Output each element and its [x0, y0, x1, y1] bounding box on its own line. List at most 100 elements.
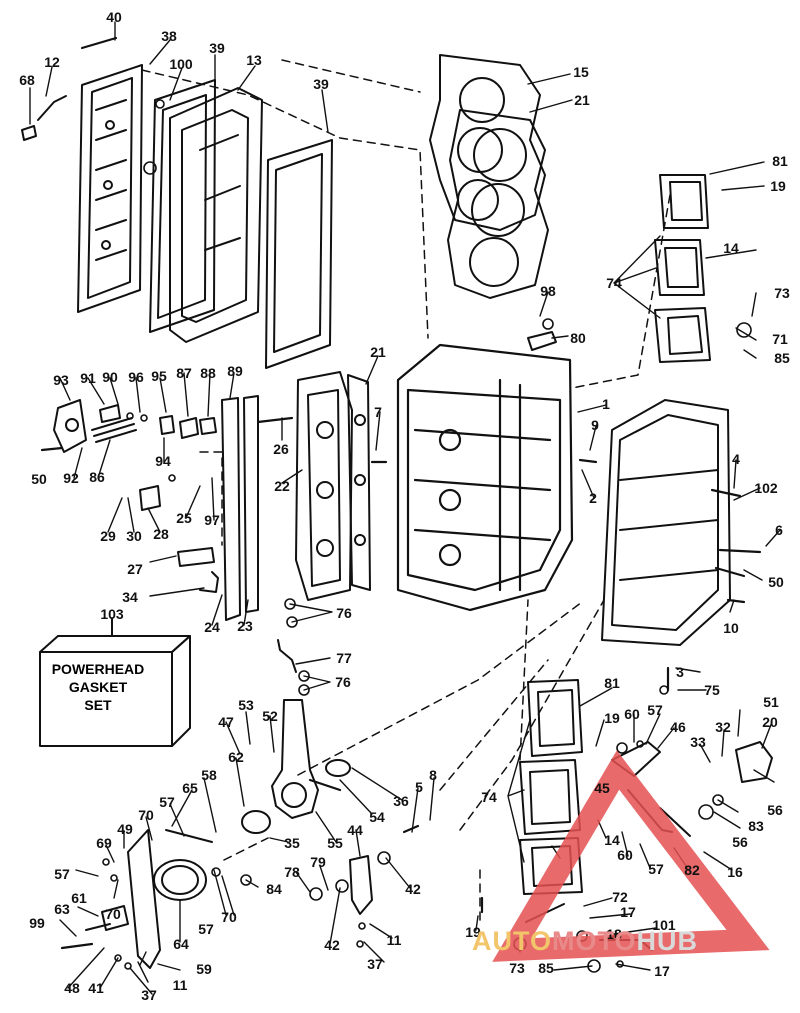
- watermark-moto: MOTO: [552, 926, 637, 956]
- part-label: 37: [367, 956, 383, 972]
- part-label: 23: [237, 618, 253, 634]
- part-label: 33: [690, 734, 706, 750]
- part-label: 17: [654, 963, 670, 979]
- part-label: 70: [138, 807, 154, 823]
- leader-lines: [29, 21, 781, 995]
- part-label: 39: [209, 40, 225, 56]
- part-label: 98: [540, 283, 556, 299]
- part-label: 85: [538, 960, 554, 976]
- part-label: 41: [88, 980, 104, 996]
- part-label: 58: [201, 767, 217, 783]
- part-label: 53: [238, 697, 254, 713]
- part-label: 35: [284, 835, 300, 851]
- part-label: 4: [732, 451, 740, 467]
- wire-65: [165, 829, 213, 843]
- valve-91: [99, 404, 121, 423]
- part-label: 6: [775, 522, 783, 538]
- part-label: 11: [172, 977, 188, 993]
- piston-rings-64: [153, 859, 207, 901]
- gasket-39b: [265, 139, 333, 369]
- part-label: 74: [606, 275, 622, 291]
- part-label: 10: [723, 620, 739, 636]
- part-label: 76: [335, 674, 351, 690]
- gasket-set-caption: POWERHEAD GASKET SET: [42, 660, 154, 714]
- rod-59: [127, 829, 161, 969]
- part-label: 44: [347, 822, 363, 838]
- part-label: 57: [159, 794, 175, 810]
- part-label: 74: [481, 789, 497, 805]
- part-label: 57: [54, 866, 70, 882]
- part-label: 96: [128, 369, 144, 385]
- part-label: 73: [509, 960, 525, 976]
- part-label: 11: [386, 932, 402, 948]
- part-label: 63: [54, 901, 70, 917]
- bearing-35: [241, 810, 271, 834]
- gasket-23-24: [221, 395, 259, 621]
- part-label: 79: [310, 854, 326, 870]
- reed-block-74-lower: [519, 679, 583, 895]
- part-label: 55: [327, 835, 343, 851]
- part-label: 36: [393, 793, 409, 809]
- part-label: 1: [602, 396, 610, 412]
- part-label: 20: [762, 714, 778, 730]
- part-label: 24: [204, 619, 220, 635]
- part-label: 19: [465, 924, 481, 940]
- part-label: 81: [772, 153, 788, 169]
- spring-86: [91, 417, 137, 443]
- part-label: 8: [429, 767, 437, 783]
- part-label: 83: [748, 818, 764, 834]
- part-label: 72: [612, 889, 628, 905]
- part-label: 92: [63, 470, 79, 486]
- part-label: 27: [127, 561, 143, 577]
- gasket-set-box: [39, 617, 191, 747]
- part-label: 69: [96, 835, 112, 851]
- part-label: 51: [763, 694, 779, 710]
- part-label: 29: [100, 528, 116, 544]
- part-label: 81: [604, 675, 620, 691]
- tube-77: [277, 639, 297, 673]
- watermark-triangle-icon: [492, 750, 770, 962]
- part-label: 26: [273, 441, 289, 457]
- part-label: 89: [227, 363, 243, 379]
- part-label: 65: [182, 780, 198, 796]
- part-label: 42: [324, 937, 340, 953]
- part-label: 95: [151, 368, 167, 384]
- part-label: 22: [274, 478, 290, 494]
- part-label: 100: [169, 56, 193, 72]
- part-label: 88: [200, 365, 216, 381]
- part-label: 80: [570, 330, 586, 346]
- link-63: [85, 923, 111, 931]
- part-label: 76: [336, 605, 352, 621]
- part-label: 32: [715, 719, 731, 735]
- part-label: 12: [44, 54, 60, 70]
- watermark-auto: AUTO: [472, 926, 553, 956]
- part-label: 57: [648, 861, 664, 877]
- part-label: 5: [415, 779, 423, 795]
- dashed-assembly-lines: [141, 59, 671, 921]
- part-label: 34: [122, 589, 138, 605]
- gasket-set-line-3: SET: [84, 697, 112, 713]
- part-label: 78: [284, 864, 300, 880]
- part-label: 75: [704, 682, 720, 698]
- connecting-rod-55: [271, 699, 319, 819]
- part-label: 17: [620, 904, 636, 920]
- link-61: [101, 905, 129, 931]
- head-gasket-21: [447, 109, 549, 299]
- part-label: 84: [266, 881, 282, 897]
- part-label: 45: [594, 780, 610, 796]
- part-label: 85: [774, 350, 790, 366]
- part-label: 28: [153, 526, 169, 542]
- fitting-87: [179, 417, 199, 439]
- part-label: 73: [774, 285, 790, 301]
- part-label: 77: [336, 650, 352, 666]
- reed-block-81: [654, 174, 711, 363]
- part-label: 9: [591, 417, 599, 433]
- part-label: 25: [176, 510, 192, 526]
- gasket-39: [149, 79, 216, 333]
- part-label: 21: [370, 344, 386, 360]
- part-label: 64: [173, 936, 189, 952]
- bracket-80: [527, 331, 557, 351]
- part-label: 91: [80, 370, 96, 386]
- part-label: 46: [670, 719, 686, 735]
